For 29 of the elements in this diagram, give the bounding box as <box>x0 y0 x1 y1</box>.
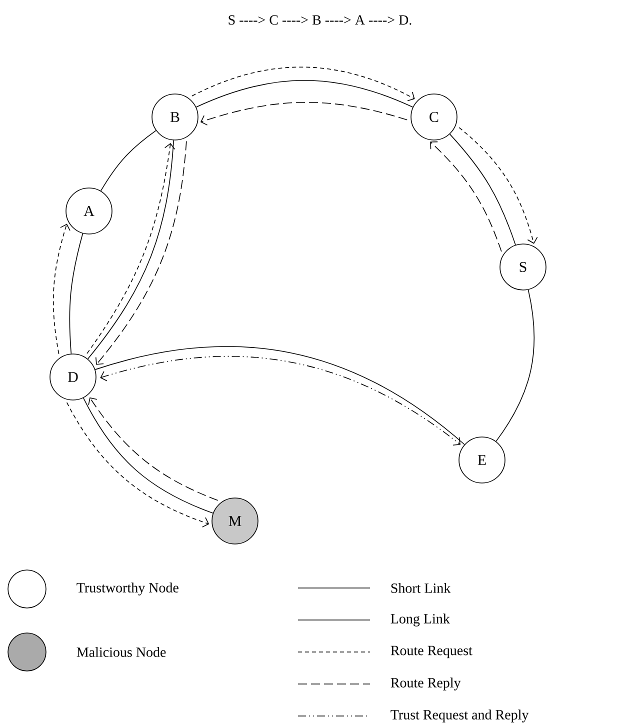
legend-label: Long Link <box>390 614 450 626</box>
dashed-arrow <box>66 402 210 528</box>
dashed-arrow <box>458 127 538 244</box>
legend-label: Short Link <box>391 583 451 593</box>
network-node: E <box>458 436 506 484</box>
long-dashed-arrow <box>88 397 218 501</box>
legend-label: Trustworthy Node <box>76 582 178 596</box>
network-node: A <box>66 188 112 234</box>
link-line <box>496 289 534 442</box>
legend-label: Route Request <box>390 646 472 658</box>
network-node: D <box>50 354 96 400</box>
title: S ----> C ----> B ----> A ----> D. <box>228 15 412 25</box>
network-node: B <box>152 94 198 140</box>
dashed-arrow <box>192 66 415 102</box>
link-line <box>196 80 414 108</box>
network-node: C <box>410 94 458 140</box>
malicious-node: M <box>212 498 258 544</box>
link-line <box>449 134 516 246</box>
link-line <box>100 130 156 192</box>
long-dashed-arrow <box>200 102 408 126</box>
link-line <box>69 233 84 354</box>
legend-label: Malicious Node <box>76 647 166 657</box>
link-line <box>83 398 214 514</box>
legend-label: Trust Request and Reply <box>390 710 529 722</box>
dashed-arrow <box>52 224 70 354</box>
long-dashed-arrow <box>95 140 187 365</box>
long-dashed-arrow <box>430 141 502 252</box>
legend-label: Route Reply <box>390 678 461 690</box>
network-node: S <box>500 244 546 290</box>
